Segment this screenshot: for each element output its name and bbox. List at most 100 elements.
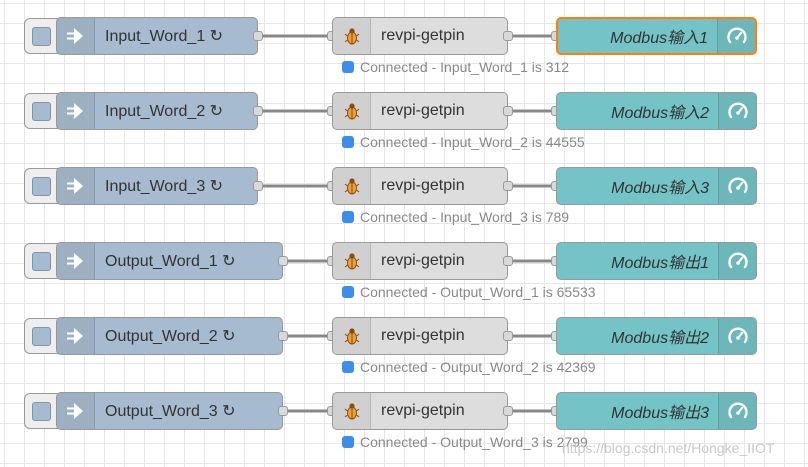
gauge-node[interactable]: Modbus输入3	[556, 167, 757, 205]
gauge-icon	[726, 27, 747, 44]
getpin-node-label: revpi-getpin	[381, 27, 465, 44]
output-port[interactable]	[278, 256, 288, 266]
getpin-icon-area	[333, 393, 371, 429]
output-port[interactable]	[253, 31, 263, 41]
inject-node-label: Output_Word_3 ↻	[105, 403, 236, 420]
status-text: Connected - Input_Word_1 is 312	[360, 59, 570, 75]
gauge-node[interactable]: Modbus输入2	[556, 92, 757, 130]
inject-icon-area	[57, 243, 95, 279]
inject-node-label: Input_Word_1 ↻	[105, 28, 224, 45]
status-dot-icon	[342, 136, 354, 148]
gauge-node[interactable]: Modbus输出2	[556, 317, 757, 355]
status-dot-icon	[342, 61, 354, 73]
inject-node[interactable]: Output_Word_3 ↻	[56, 392, 283, 430]
node-status: Connected - Input_Word_1 is 312	[342, 59, 570, 75]
gauge-node[interactable]: Modbus输出1	[556, 242, 757, 280]
output-port[interactable]	[253, 181, 263, 191]
node-status: Connected - Output_Word_1 is 65533	[342, 284, 596, 300]
gauge-node[interactable]: Modbus输入1	[556, 17, 757, 55]
gauge-icon-area	[718, 243, 756, 279]
gauge-icon-area	[718, 93, 756, 129]
node-status: Connected - Output_Word_3 is 2799	[342, 434, 588, 450]
inject-node-label: Input_Word_2 ↻	[105, 103, 224, 120]
node-status: Connected - Input_Word_2 is 44555	[342, 134, 585, 150]
gauge-icon-area	[718, 393, 756, 429]
inject-trigger-square	[32, 252, 51, 271]
getpin-node-label: revpi-getpin	[381, 102, 465, 119]
getpin-node-label: revpi-getpin	[381, 177, 465, 194]
gauge-node-label: Modbus输出2	[611, 330, 709, 347]
inject-trigger-square	[32, 102, 51, 121]
gauge-icon	[727, 327, 748, 344]
output-port[interactable]	[503, 331, 513, 341]
inject-icon-area	[57, 18, 95, 54]
inject-trigger-square	[32, 177, 51, 196]
inject-icon-area	[57, 168, 95, 204]
node-status: Connected - Output_Word_2 is 42369	[342, 359, 596, 375]
getpin-icon-area	[333, 93, 371, 129]
revpi-getpin-node[interactable]: revpi-getpin	[332, 392, 508, 430]
arrow-in-icon	[66, 253, 83, 269]
output-port[interactable]	[503, 31, 513, 41]
status-text: Connected - Output_Word_2 is 42369	[360, 359, 596, 375]
revpi-bug-icon	[344, 253, 359, 270]
output-port[interactable]	[503, 106, 513, 116]
inject-node[interactable]: Input_Word_1 ↻	[56, 17, 258, 55]
arrow-in-icon	[66, 403, 83, 419]
output-port[interactable]	[278, 406, 288, 416]
gauge-node[interactable]: Modbus输出3	[556, 392, 757, 430]
inject-icon-area	[57, 393, 95, 429]
revpi-getpin-node[interactable]: revpi-getpin	[332, 167, 508, 205]
arrow-in-icon	[66, 328, 83, 344]
inject-trigger-square	[32, 27, 51, 46]
revpi-getpin-node[interactable]: revpi-getpin	[332, 242, 508, 280]
status-dot-icon	[342, 211, 354, 223]
revpi-bug-icon	[344, 328, 359, 345]
output-port[interactable]	[503, 256, 513, 266]
arrow-in-icon	[66, 28, 83, 44]
revpi-getpin-node[interactable]: revpi-getpin	[332, 317, 508, 355]
status-text: Connected - Output_Word_1 is 65533	[360, 284, 596, 300]
inject-node[interactable]: Output_Word_1 ↻	[56, 242, 283, 280]
output-port[interactable]	[278, 331, 288, 341]
status-text: Connected - Input_Word_2 is 44555	[360, 134, 585, 150]
gauge-icon-area	[717, 19, 755, 53]
gauge-icon	[727, 102, 748, 119]
revpi-getpin-node[interactable]: revpi-getpin	[332, 17, 508, 55]
output-port[interactable]	[503, 181, 513, 191]
inject-node[interactable]: Input_Word_2 ↻	[56, 92, 258, 130]
inject-icon-area	[57, 318, 95, 354]
gauge-icon-area	[718, 168, 756, 204]
inject-trigger-square	[32, 327, 51, 346]
inject-node-label: Output_Word_2 ↻	[105, 328, 236, 345]
revpi-bug-icon	[344, 28, 359, 45]
watermark-text: https://blog.csdn.net/Hongke_IIOT	[562, 440, 775, 456]
node-status: Connected - Input_Word_3 is 789	[342, 209, 569, 225]
revpi-bug-icon	[344, 403, 359, 420]
gauge-icon	[727, 402, 748, 419]
inject-node[interactable]: Output_Word_2 ↻	[56, 317, 283, 355]
status-dot-icon	[342, 436, 354, 448]
output-port[interactable]	[503, 406, 513, 416]
inject-node[interactable]: Input_Word_3 ↻	[56, 167, 258, 205]
revpi-getpin-node[interactable]: revpi-getpin	[332, 92, 508, 130]
gauge-node-label: Modbus输入3	[611, 180, 709, 197]
getpin-icon-area	[333, 318, 371, 354]
inject-trigger-square	[32, 402, 51, 421]
gauge-icon-area	[718, 318, 756, 354]
inject-icon-area	[57, 93, 95, 129]
output-port[interactable]	[253, 106, 263, 116]
getpin-icon-area	[333, 243, 371, 279]
getpin-icon-area	[333, 18, 371, 54]
status-dot-icon	[342, 286, 354, 298]
getpin-node-label: revpi-getpin	[381, 327, 465, 344]
getpin-node-label: revpi-getpin	[381, 252, 465, 269]
